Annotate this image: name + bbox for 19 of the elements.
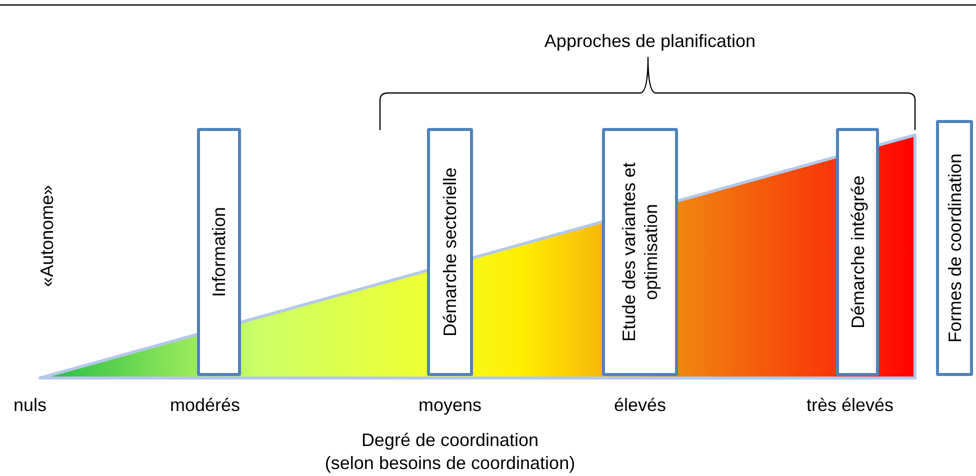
box-label: Information: [208, 206, 230, 300]
box-label: Démarche sectorielle: [439, 166, 461, 339]
tick-label: modérés: [168, 394, 242, 416]
box-label: Formes de coordination: [944, 152, 966, 345]
vertical-label-box: [197, 128, 241, 376]
vertical-label-box: [427, 128, 473, 376]
axis-label: «Autonome»: [36, 184, 58, 290]
vertical-label-box: [936, 120, 973, 376]
brace-label: Approches de planification: [543, 30, 757, 52]
vertical-label-box: [836, 128, 879, 376]
tick-label: moyens: [417, 394, 483, 416]
axis-title: Degré de coordination: [360, 429, 540, 452]
tick-label: élevés: [612, 394, 668, 416]
vertical-label-box: [602, 128, 678, 376]
tick-label: nuls: [12, 394, 48, 416]
tick-label: très élevés: [805, 394, 895, 416]
box-label: Démarche intégrée: [846, 174, 868, 331]
box-label: Etude des variantes et optimisation: [618, 161, 662, 344]
tick-label: (selon besoins de coordination): [324, 452, 576, 474]
